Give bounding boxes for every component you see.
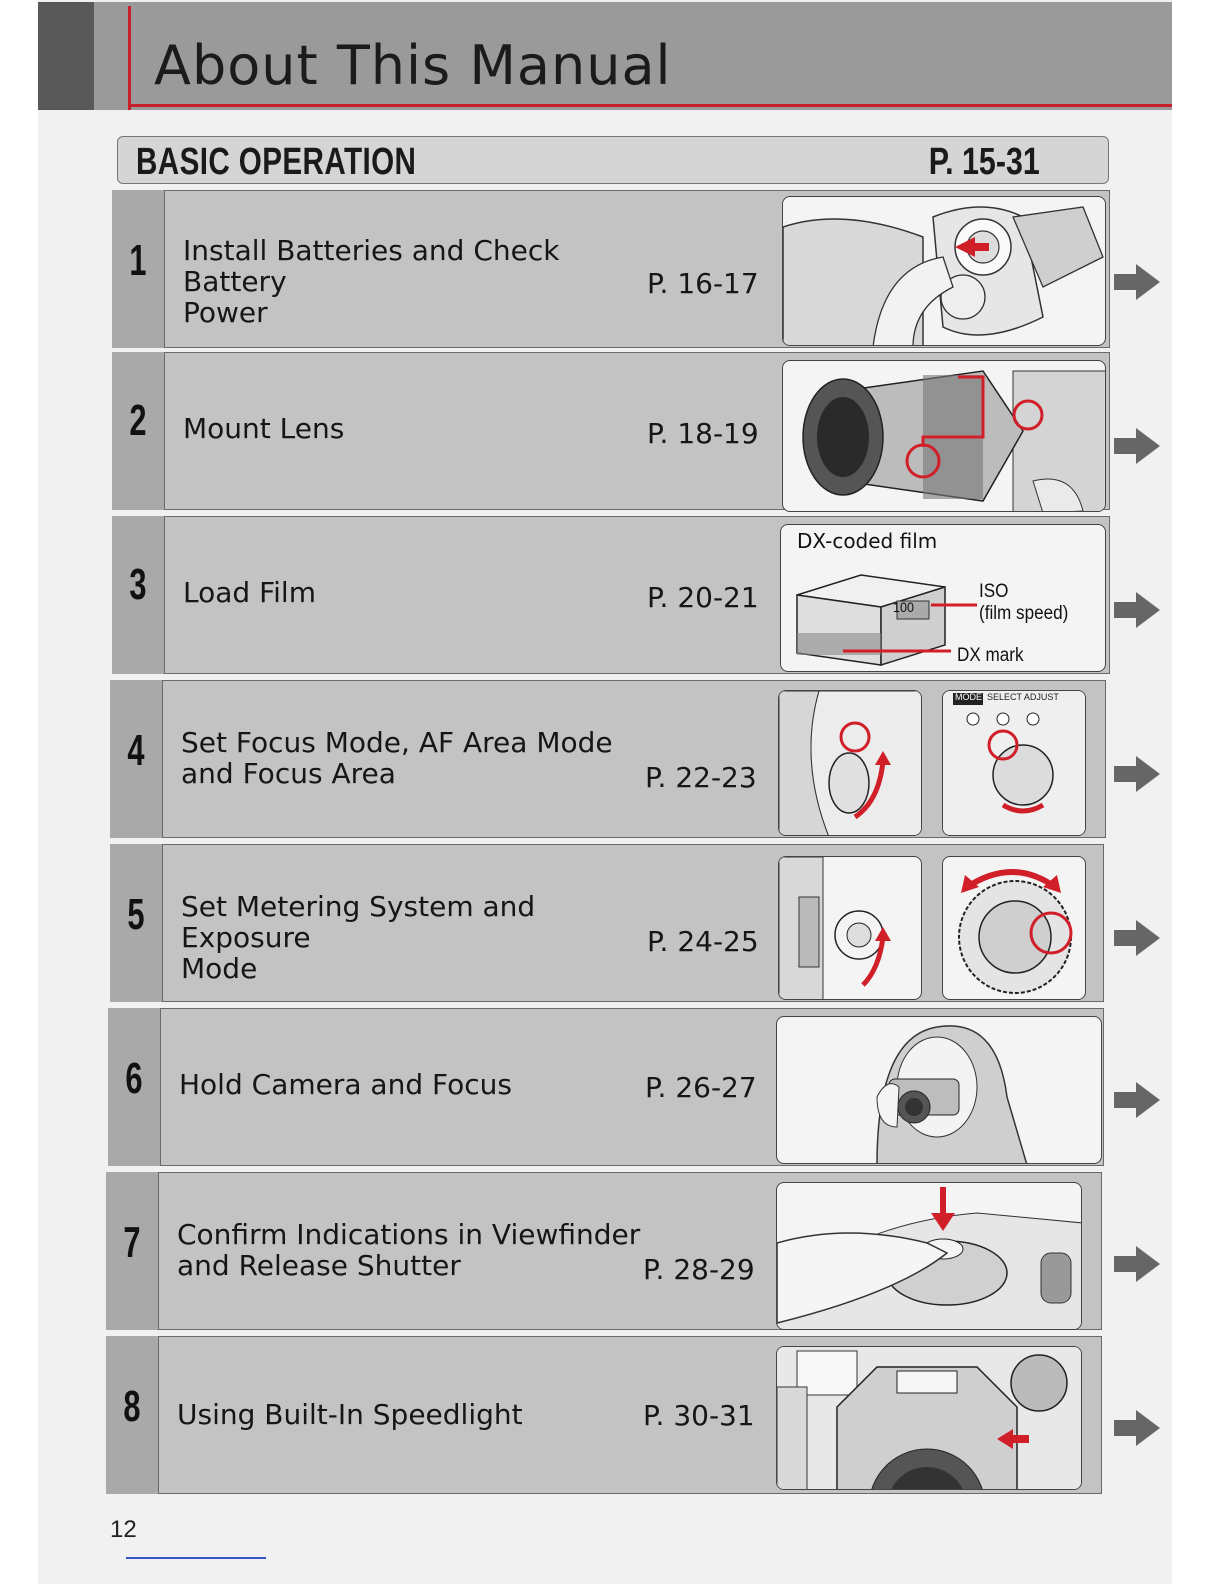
step-page-ref: P. 16-17 [647, 267, 759, 300]
step-title: Hold Camera and Focus [179, 1068, 512, 1101]
section-heading: BASIC OPERATION P. 15-31 [117, 136, 1109, 184]
film-speed-label: (film speed) [979, 603, 1069, 624]
step-number: 8 [123, 1382, 141, 1431]
arrow-right-icon [1114, 592, 1160, 628]
page-title: About This Manual [154, 34, 672, 97]
step-page-ref: P. 28-29 [643, 1253, 755, 1286]
step-title: Install Batteries and Check Battery Powe… [183, 234, 560, 329]
step-title: Using Built-In Speedlight [177, 1398, 523, 1431]
speedlight-illustration [776, 1346, 1082, 1490]
bottom-rule [126, 1557, 266, 1559]
focus-mode-selector-illustration [778, 690, 922, 836]
step-page-ref: P. 24-25 [647, 925, 759, 958]
header-red-rule [128, 104, 1172, 107]
section-page-range: P. 15-31 [928, 141, 1040, 183]
arrow-right-icon [1114, 1246, 1160, 1282]
arrow-right-icon [1114, 264, 1160, 300]
step-title: Confirm Indications in Viewfinder and Re… [177, 1218, 641, 1282]
select-adjust-label: SELECT ADJUST [987, 692, 1059, 702]
page-number: 12 [110, 1516, 137, 1543]
exposure-mode-dial-illustration [942, 856, 1086, 1000]
step-number: 2 [129, 396, 147, 445]
film-illustration: DX-coded film 100 ISO (film speed) DX ma… [780, 524, 1106, 672]
step-number: 4 [127, 726, 145, 775]
page-header: About This Manual [38, 2, 1172, 110]
step-number: 3 [129, 560, 147, 609]
step-title: Set Focus Mode, AF Area Mode and Focus A… [181, 726, 613, 790]
dx-mark-label: DX mark [957, 645, 1024, 666]
step-number: 6 [125, 1054, 143, 1103]
step-title: Set Metering System and Exposure Mode [181, 890, 536, 985]
step-number: 5 [127, 890, 145, 939]
battery-illustration [782, 196, 1106, 346]
step-title: Load Film [183, 576, 316, 609]
step-number: 7 [123, 1218, 141, 1267]
arrow-right-icon [1114, 428, 1160, 464]
hold-camera-illustration [776, 1016, 1102, 1164]
step-page-ref: P. 30-31 [643, 1399, 755, 1432]
arrow-right-icon [1114, 1410, 1160, 1446]
step-page-ref: P. 26-27 [645, 1071, 757, 1104]
film-caption: DX-coded film [797, 529, 938, 553]
step-number: 1 [129, 236, 147, 285]
step-title: Mount Lens [183, 412, 345, 445]
lens-illustration [782, 360, 1106, 512]
section-label: BASIC OPERATION [136, 141, 417, 183]
metering-selector-illustration [778, 856, 922, 1000]
af-area-mode-illustration: MODE SELECT ADJUST [942, 690, 1086, 836]
step-page-ref: P. 22-23 [645, 761, 757, 794]
header-red-rule-vertical [128, 6, 131, 110]
film-box-number: 100 [893, 599, 915, 615]
arrow-right-icon [1114, 920, 1160, 956]
step-page-ref: P. 20-21 [647, 581, 759, 614]
arrow-right-icon [1114, 756, 1160, 792]
arrow-right-icon [1114, 1082, 1160, 1118]
iso-label: ISO [979, 581, 1009, 602]
header-dark-tab [38, 2, 94, 110]
step-page-ref: P. 18-19 [647, 417, 759, 450]
mode-label: MODE [955, 692, 982, 702]
shutter-release-illustration [776, 1182, 1082, 1330]
